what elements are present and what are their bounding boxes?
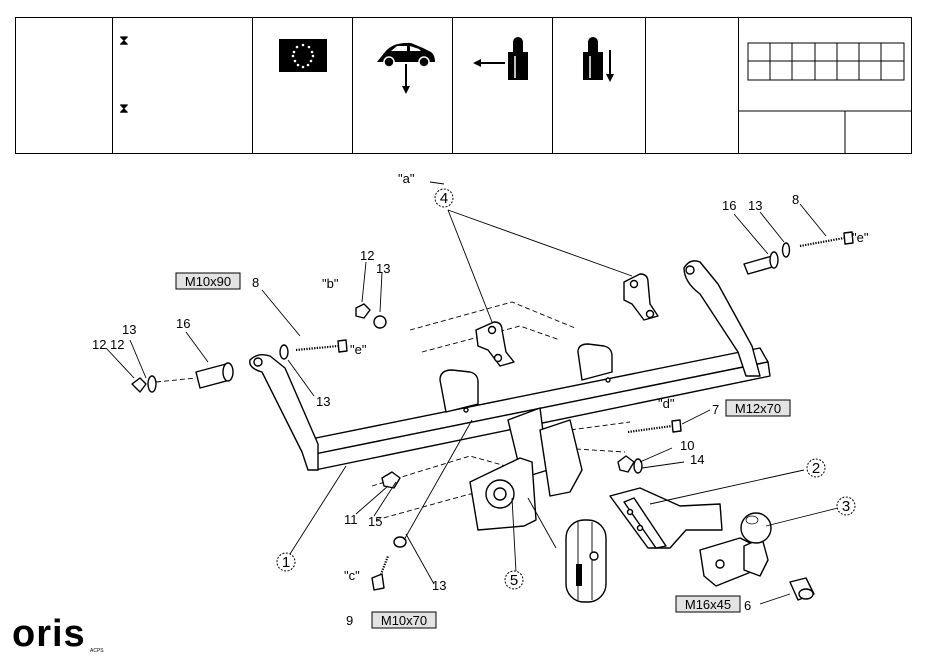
oris-logo: oris ACPS [12,615,86,653]
part-number: 11 [344,512,358,527]
mounting-bracket-part-4 [476,274,658,366]
bolt-spec: M16x45 [685,597,731,612]
part-number: 8 [252,275,259,290]
part-number: 13 [748,198,762,213]
circled-label: 1 [282,554,290,571]
part-number: 14 [690,452,704,467]
ref-letter: "e" [350,342,367,357]
part-number: 12 [110,337,124,352]
ref-letter: "e" [852,230,869,245]
logo-brand: oris [12,615,86,653]
part-number: 15 [368,514,382,529]
part-number: 13 [316,394,330,409]
part-number: 13 [122,322,136,337]
bolt-spec: M10x90 [185,274,231,289]
part-number: 12 [360,248,374,263]
circled-label: 3 [842,498,850,515]
logo-subtitle: ACPS [90,648,104,654]
part-number: 13 [376,261,390,276]
part-number: 10 [680,438,694,453]
ref-letter: "c" [344,568,360,583]
part-number: 13 [432,578,446,593]
part-number: 16 [722,198,736,213]
ball-mount-part-2 [610,488,722,548]
socket-detail-inset [528,498,606,602]
ref-letter: "b" [322,276,339,291]
circled-label: 4 [440,190,448,207]
bolt-spec: M10x70 [381,613,427,628]
ref-letter: "a" [398,171,415,186]
part-number: 9 [346,613,353,628]
ref-letter: "d" [658,396,675,411]
part-number: 8 [792,192,799,207]
part-number: 6 [744,598,751,613]
circled-label: 2 [812,460,820,477]
part-number: 12 [92,337,106,352]
circled-label: 5 [510,572,518,589]
part-number: 7 [712,402,719,417]
part-number: 16 [176,316,190,331]
bolt-spec: M12x70 [735,401,781,416]
